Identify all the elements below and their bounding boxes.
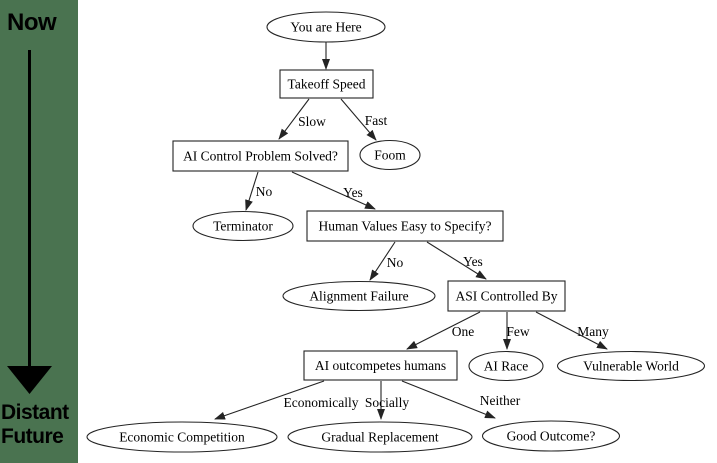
node-alignment-failure: Alignment Failure — [282, 280, 436, 312]
svg-text:AI Race: AI Race — [484, 359, 529, 374]
edge-label-economically: Economically — [284, 395, 359, 410]
edges — [214, 42, 608, 420]
edge-labels: Slow Fast No Yes No Yes One Few Many Eco… — [256, 113, 609, 410]
timeline-strip — [0, 0, 78, 463]
node-ai-control-problem-solved: AI Control Problem Solved? — [172, 140, 349, 172]
node-good-outcome: Good Outcome? — [481, 420, 621, 452]
edge-takeoff-speed-ai-control — [278, 98, 310, 140]
svg-text:AI outcompetes humans: AI outcompetes humans — [315, 358, 446, 373]
node-gradual-replacement: Gradual Replacement — [287, 421, 473, 453]
svg-text:You are Here: You are Here — [290, 20, 361, 35]
svg-text:Gradual Replacement: Gradual Replacement — [321, 430, 439, 445]
node-ai-outcompetes-humans: AI outcompetes humans — [303, 350, 458, 381]
edge-label-one: One — [452, 324, 475, 339]
node-asi-controlled-by: ASI Controlled By — [447, 280, 566, 312]
node-vulnerable-world: Vulnerable World — [556, 350, 706, 382]
edge-label-few: Few — [506, 324, 530, 339]
svg-text:Alignment Failure: Alignment Failure — [309, 289, 408, 304]
svg-text:Good Outcome?: Good Outcome? — [507, 429, 596, 444]
edge-label-neither: Neither — [480, 393, 521, 408]
edge-label-no-alignment-failure: No — [387, 255, 404, 270]
edge-human-values-asi-controlled — [426, 241, 487, 280]
edge-outcompetes-economic-competition — [214, 380, 325, 420]
edge-human-values-alignment-failure — [369, 241, 396, 281]
svg-text:Foom: Foom — [374, 148, 406, 163]
svg-text:Economic Competition: Economic Competition — [119, 430, 245, 445]
svg-text:Terminator: Terminator — [213, 219, 273, 234]
timeline-future-label-line1: Distant — [1, 401, 69, 424]
edge-label-fast: Fast — [365, 113, 388, 128]
svg-text:AI Control Problem Solved?: AI Control Problem Solved? — [183, 149, 338, 164]
edge-asi-ai-outcompetes — [406, 311, 481, 350]
edge-label-yes-asi: Yes — [463, 254, 483, 269]
node-foom: Foom — [359, 139, 421, 171]
svg-text:Vulnerable World: Vulnerable World — [583, 359, 679, 374]
edge-ai-control-terminator — [245, 171, 259, 211]
edge-label-slow: Slow — [298, 114, 326, 129]
timeline-arrowhead-icon — [7, 366, 52, 394]
node-terminator: Terminator — [192, 210, 294, 242]
svg-text:Takeoff Speed: Takeoff Speed — [288, 77, 366, 92]
svg-text:ASI Controlled By: ASI Controlled By — [455, 289, 557, 304]
timeline: Now Distant Future — [1, 9, 70, 448]
edge-label-many: Many — [577, 324, 609, 339]
edge-label-socially: Socially — [365, 395, 409, 410]
timeline-now-label: Now — [7, 9, 57, 36]
node-human-values-easy-to-specify: Human Values Easy to Specify? — [306, 210, 504, 242]
node-ai-race: AI Race — [468, 350, 544, 382]
edge-takeoff-speed-foom — [340, 98, 377, 141]
node-economic-competition: Economic Competition — [86, 421, 278, 453]
timeline-future-label-line2: Future — [1, 425, 63, 448]
nodes: You are Here Takeoff Speed AI Control Pr… — [86, 11, 706, 453]
node-you-are-here: You are Here — [266, 11, 386, 43]
edge-label-yes-human-values: Yes — [343, 185, 363, 200]
edge-ai-control-human-values — [291, 171, 376, 210]
edge-label-no-terminator: No — [256, 184, 273, 199]
node-takeoff-speed: Takeoff Speed — [279, 69, 374, 99]
svg-text:Human Values Easy to Specify?: Human Values Easy to Specify? — [319, 219, 492, 234]
edge-asi-vulnerable-world — [535, 311, 608, 350]
edge-outcompetes-good-outcome — [401, 380, 496, 419]
